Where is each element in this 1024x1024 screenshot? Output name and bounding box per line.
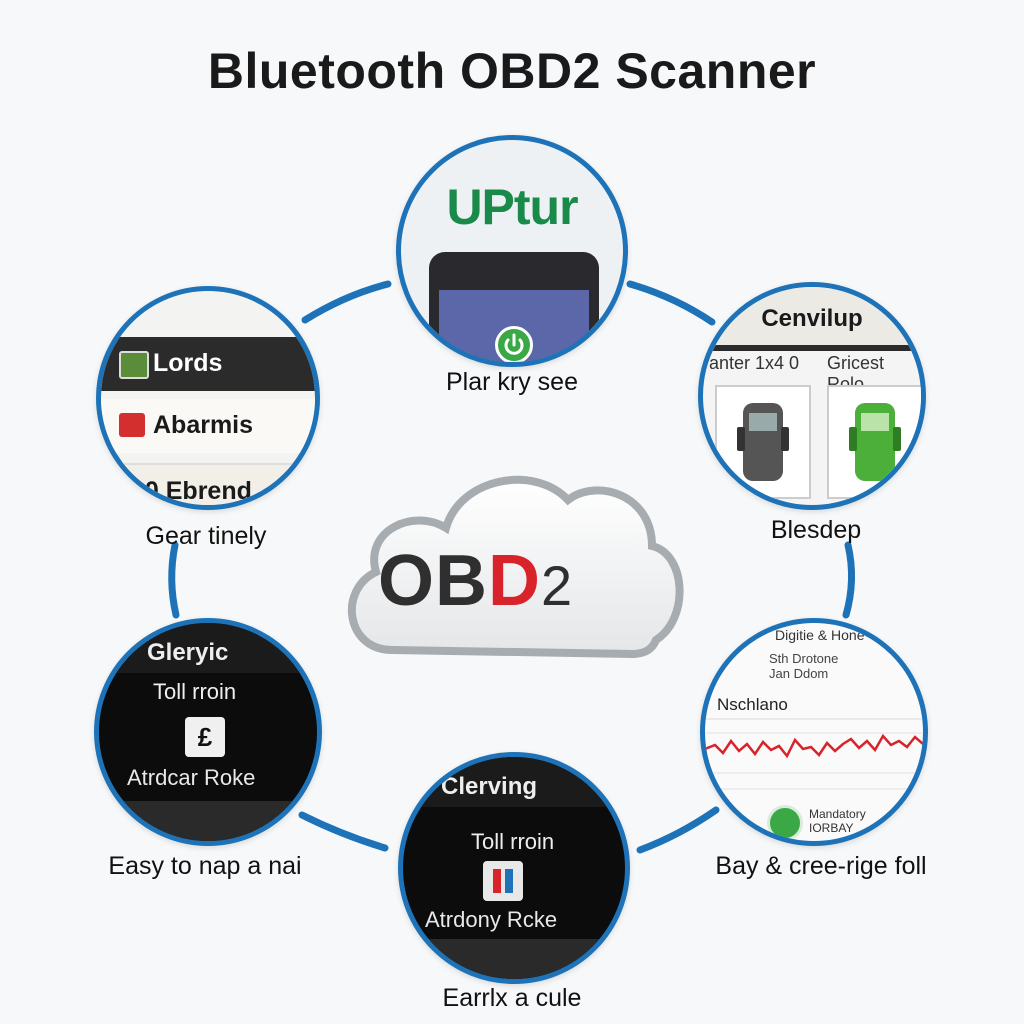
currency-icon: £ — [185, 717, 225, 757]
caption-top: Plar kry see — [446, 368, 578, 396]
signal-chart — [705, 718, 923, 790]
arc-left — [168, 541, 180, 619]
brand-logo: UPtur — [446, 179, 578, 235]
list-item: Abarmis — [101, 399, 315, 453]
obd2-logo-part3: 2 — [541, 554, 574, 617]
bottom-bar — [403, 939, 625, 979]
arc-right — [842, 541, 856, 619]
panel-header: Clerving — [403, 757, 625, 807]
line-2: Atrdony Rcke — [425, 907, 558, 932]
caption-left-top: Gear tinely — [145, 522, 267, 550]
signal-line — [705, 733, 923, 759]
caption-right-top: Blesdep — [770, 516, 862, 544]
caption-right-bottom: Bay & cree-rige foll — [715, 852, 927, 880]
obd2-logo-part2: D — [488, 541, 541, 621]
line-2: Atrdcar Roke — [127, 765, 256, 790]
power-icon — [495, 326, 533, 362]
list-item: Lords — [101, 337, 315, 391]
node-right-bottom: Digitie & Hone Sth Drotone Jan Ddom Nsch… — [700, 618, 928, 846]
list-item-label: Abarmis — [153, 411, 254, 439]
line-1: Toll rroin — [153, 679, 237, 704]
obd2-logo-part1: OB — [378, 541, 488, 621]
list-item: 30 Ebrend — [101, 463, 315, 505]
panel-subtitle: Sth Drotone Jan Ddom — [769, 651, 838, 681]
arc-top-right — [626, 280, 716, 326]
panel-title: Digitie & Hone — [775, 627, 865, 643]
status-text: Mandatory IORBAY — [809, 807, 866, 835]
vehicle-card-left — [715, 385, 811, 499]
page-title: Bluetooth OBD2 Scanner — [207, 43, 817, 99]
panel-header: Gleryic — [99, 623, 317, 673]
alert-icon — [119, 413, 145, 437]
node-left-top: Lords Abarmis 30 Ebrend — [96, 286, 320, 510]
line-1: Toll rroin — [471, 829, 555, 854]
car-icon — [849, 403, 901, 481]
list-item-label: 30 Ebrend — [131, 477, 252, 505]
panel-subtitle-line: Sth Drotone — [769, 651, 839, 666]
status-text-line: IORBAY — [809, 821, 854, 835]
folder-icon — [119, 351, 149, 379]
chart-label: Nschlano — [717, 695, 788, 714]
panel-header: Cenvilup — [703, 287, 921, 351]
caption-left-bottom: Easy to nap a nai — [108, 852, 302, 880]
node-right-top: Cenvilup anter 1x4 0 Gricest Rolo — [698, 282, 926, 510]
node-top: UPtur — [396, 135, 628, 367]
node-left-bottom: Gleryic Toll rroin £ Atrdcar Roke — [94, 618, 322, 846]
obd2-logo: OBD2 — [378, 540, 678, 622]
arc-bottom-right — [636, 806, 720, 854]
car-icon — [737, 403, 789, 481]
connector-icon — [483, 861, 523, 901]
cloud-shape — [347, 475, 684, 659]
bottom-bar — [99, 801, 317, 841]
phone-illustration — [429, 252, 599, 362]
column-label-left: anter 1x4 0 — [709, 353, 800, 373]
arc-top-left — [301, 280, 392, 324]
status-text-line: Mandatory — [809, 807, 866, 821]
vehicle-card-right — [827, 385, 921, 499]
status-ok-icon — [767, 805, 803, 841]
phone-screen — [439, 290, 589, 362]
node-bottom: Clerving Toll rroin Atrdony Rcke — [398, 752, 630, 984]
list-item-label: Lords — [153, 349, 223, 377]
caption-bottom: Earrlx a cule — [442, 984, 582, 1012]
panel-subtitle-line: Jan Ddom — [769, 666, 829, 681]
